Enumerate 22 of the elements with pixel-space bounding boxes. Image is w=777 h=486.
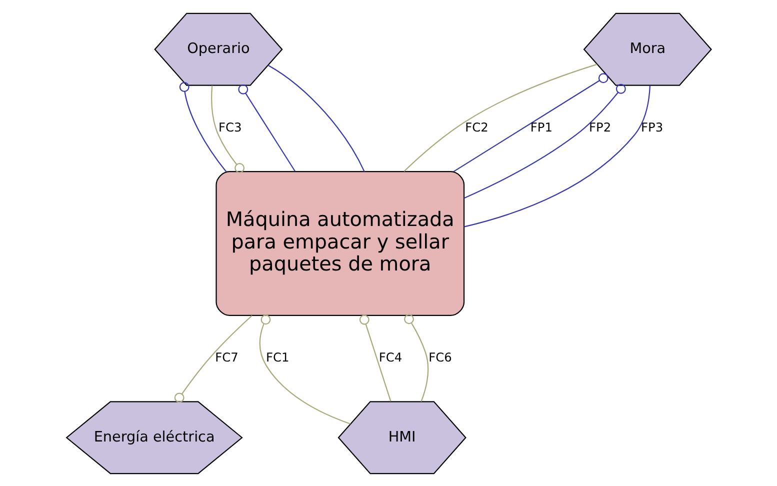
connector (174, 314, 252, 402)
edge-label: FC3 (218, 120, 242, 134)
connector (452, 72, 608, 172)
edge-label: FP2 (588, 120, 611, 134)
edge-label: FP1 (530, 120, 552, 134)
connector (238, 84, 295, 172)
connector (463, 83, 626, 198)
edge-label: FC1 (266, 350, 289, 364)
connector (463, 84, 650, 227)
connector (358, 314, 391, 402)
node-box: Máquina automatizada para empacar y sellar paquetes de mora (215, 170, 464, 316)
connector (210, 85, 244, 172)
connector (404, 314, 428, 402)
connector (258, 314, 350, 424)
connector (403, 63, 597, 172)
edge-label: FC4 (378, 350, 402, 364)
edge-label: FC6 (428, 350, 452, 364)
edge-label: FP3 (640, 120, 663, 134)
connector (178, 82, 226, 172)
connector (267, 64, 364, 172)
edge-label: FC7 (214, 350, 238, 364)
edge-label: FC2 (464, 120, 488, 134)
